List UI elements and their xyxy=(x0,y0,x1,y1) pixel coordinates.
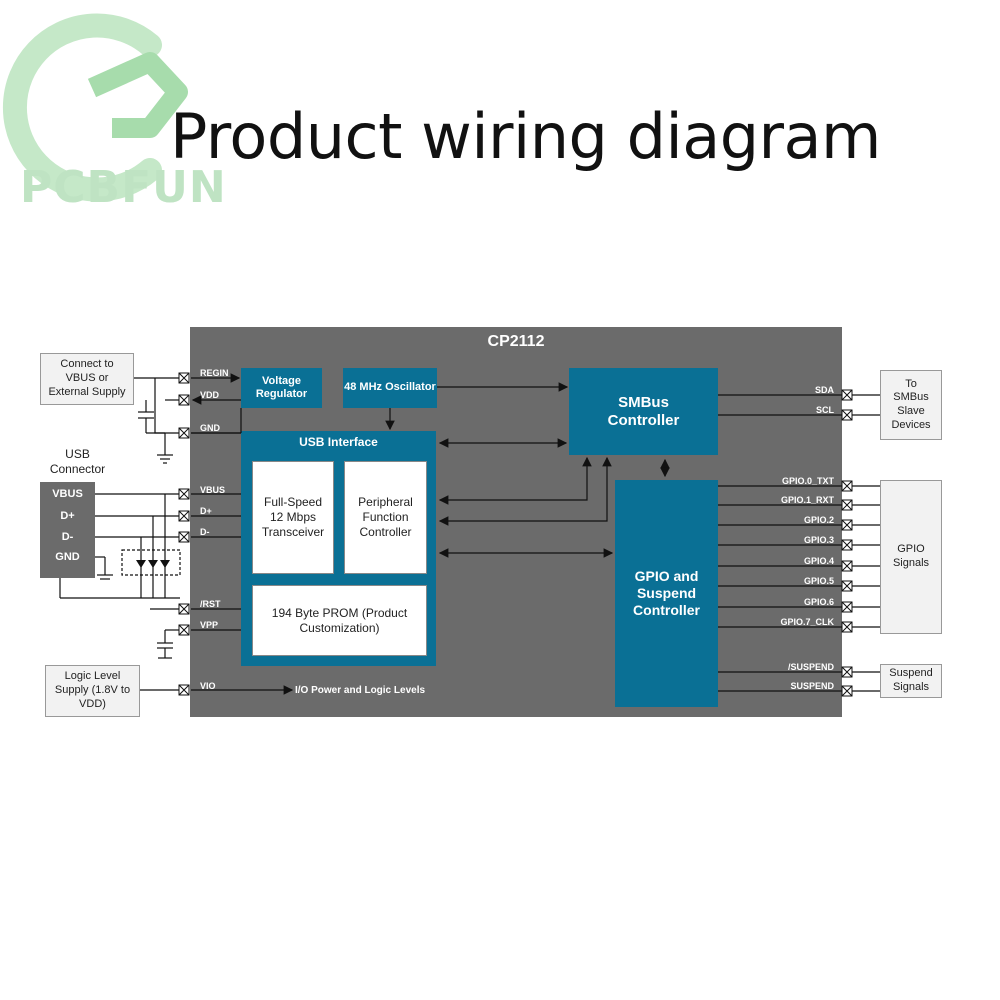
pin-gpio7: GPIO.7_CLK xyxy=(780,617,834,627)
pin-dplus: D+ xyxy=(200,506,212,516)
pin-suspend: SUSPEND xyxy=(790,681,834,691)
pin-gpio4: GPIO.4 xyxy=(803,556,834,566)
pin-gpio0: GPIO.0_TXT xyxy=(781,476,834,486)
pin-regin: REGIN xyxy=(200,368,229,378)
gpio-suspend-controller-block: GPIO and Suspend Controller xyxy=(615,480,718,707)
pin-vbus: VBUS xyxy=(200,485,226,495)
oscillator-block: 48 MHz Oscillator xyxy=(343,368,437,408)
gpio-signals-box: GPIO Signals xyxy=(880,480,942,634)
io-power-label: I/O Power and Logic Levels xyxy=(295,685,426,696)
pin-scl: SCL xyxy=(816,405,834,415)
page-title: Product wiring diagram xyxy=(170,100,881,173)
smbus-controller-block: SMBus Controller xyxy=(569,368,718,455)
chip-name: CP2112 xyxy=(487,333,545,350)
pin-vpp: VPP xyxy=(200,620,219,630)
transceiver-block: Full-Speed 12 Mbps Transceiver xyxy=(252,461,334,574)
pin-gpio5: GPIO.5 xyxy=(803,576,834,586)
logo-text: PCBFUN xyxy=(20,162,227,213)
peripheral-function-block: Peripheral Function Controller xyxy=(344,461,427,574)
pin-gpio3: GPIO.3 xyxy=(803,535,834,545)
usb-connector-body xyxy=(40,482,95,578)
usb-connector-title: USB Connector xyxy=(49,447,106,476)
usb-pin-gnd: GND xyxy=(55,551,80,563)
usb-pin-vbus: VBUS xyxy=(52,488,83,500)
smbus-slave-box: To SMBus Slave Devices xyxy=(880,370,942,440)
usb-pin-dminus: D- xyxy=(61,531,74,543)
logic-level-box: Logic Level Supply (1.8V to VDD) xyxy=(45,665,140,717)
voltage-regulator-block: Voltage Regulator xyxy=(241,368,322,408)
prom-block: 194 Byte PROM (Product Customization) xyxy=(252,585,427,656)
pin-gpio2: GPIO.2 xyxy=(803,515,834,525)
pin-gpio1: GPIO.1_RXT xyxy=(780,495,834,505)
usb-pin-dplus: D+ xyxy=(60,510,75,522)
pin-sda: SDA xyxy=(814,385,834,395)
pin-gnd: GND xyxy=(200,423,220,433)
suspend-signals-box: Suspend Signals xyxy=(880,664,942,698)
pin-nsuspend: /SUSPEND xyxy=(787,662,834,672)
pin-vdd: VDD xyxy=(200,390,220,400)
pin-gpio6: GPIO.6 xyxy=(803,597,834,607)
connect-vbus-box: Connect to VBUS or External Supply xyxy=(40,353,134,405)
pin-vio: VIO xyxy=(200,681,216,691)
pin-rst: /RST xyxy=(200,599,221,609)
pin-dminus: D- xyxy=(200,527,210,537)
usb-interface-label: USB Interface xyxy=(299,435,378,449)
